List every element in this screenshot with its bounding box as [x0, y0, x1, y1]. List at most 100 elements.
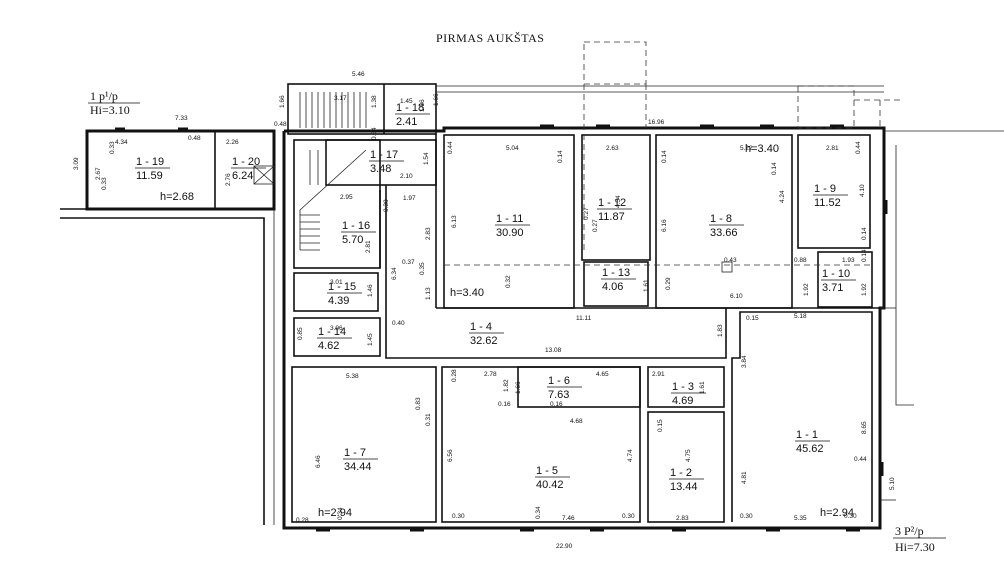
dimension-label: 6.16 — [661, 219, 668, 232]
dimension-label: 6.56 — [447, 449, 454, 462]
room-id: 1 - 15 — [328, 281, 356, 293]
dimension-label: 2.26 — [226, 139, 239, 146]
room-id: 1 - 19 — [136, 156, 164, 168]
dimension-label: 3.09 — [73, 157, 80, 170]
room-area: 11.52 — [814, 197, 841, 209]
room-id: 1 - 3 — [672, 381, 694, 393]
room-label: 1 - 18 2.41 — [395, 102, 430, 128]
dimension-label: 1.66 — [419, 99, 426, 112]
dimension-label: 0.40 — [392, 320, 405, 327]
room-area: 2.41 — [396, 116, 417, 128]
dimension-label: 0.33 — [109, 141, 116, 154]
room-label: 1 - 154.39 — [327, 281, 362, 307]
dimension-label: 0.16 — [498, 401, 511, 408]
level-mark-top: 1 p¹/p — [90, 89, 118, 103]
room-label: 1 - 206.24 — [231, 156, 266, 182]
dimension-label: 0.83 — [415, 397, 422, 410]
dimension-label: 0.34 — [371, 127, 378, 140]
room-area: 11.59 — [136, 170, 163, 182]
dimension-label: 2.76 — [225, 173, 232, 186]
dimension-label: 11.11 — [576, 315, 592, 322]
plan-title: PIRMAS AUKŠTAS — [436, 31, 544, 45]
dimension-label: 1.92 — [803, 283, 810, 296]
dimension-label: 4.34 — [115, 139, 128, 146]
room-label: 1 - 19 11.59 — [135, 156, 170, 182]
dimension-label: 5.46 — [352, 71, 365, 78]
room-area: 34.44 — [344, 461, 372, 473]
dimension-label: 1.38 — [371, 95, 378, 108]
room-area: 11.87 — [598, 211, 625, 223]
dimension-label: 2.95 — [340, 194, 353, 201]
level-mark-bottom: Hi=7.30 — [895, 540, 935, 554]
dimension-label: 0.14 — [861, 249, 868, 262]
dimension-label: 2.63 — [606, 145, 619, 152]
dimension-label: 22.90 — [556, 543, 573, 550]
dimension-label: 0.30 — [383, 199, 390, 212]
dimension-label: 3.01 — [330, 279, 343, 286]
dimension-label: 5.04 — [506, 145, 519, 152]
dimension-label: 0.30 — [844, 513, 857, 520]
room-id: 1 - 11 — [496, 213, 523, 225]
dimension-label: 2.81 — [826, 145, 839, 152]
dimension-label: 13.08 — [545, 347, 562, 354]
dimension-label: 0.43 — [724, 257, 737, 264]
dimension-label: 5.10 — [889, 477, 896, 490]
room-id: 1 - 5 — [536, 465, 558, 477]
room-area: 4.06 — [602, 281, 623, 293]
room-id: 1 - 18 — [396, 102, 424, 114]
dimension-label: 3.84 — [741, 355, 748, 368]
dimension-label: 2.10 — [400, 173, 413, 180]
dimension-label: 0.35 — [419, 262, 426, 275]
dimension-label: 3.06 — [330, 325, 343, 332]
dimension-label: 1.92 — [861, 283, 868, 296]
dimension-label: 3.17 — [334, 95, 347, 102]
dimension-label: 2.81 — [365, 240, 372, 253]
dimension-label: 1.66 — [279, 95, 286, 108]
room-area: 32.62 — [470, 335, 498, 347]
dimension-label: 0.88 — [794, 257, 807, 264]
dimension-label: 4.68 — [570, 418, 583, 425]
room-id: 1 - 6 — [548, 375, 570, 387]
dimension-label: 5.38 — [346, 373, 359, 380]
walls — [60, 41, 1004, 532]
dimension-label: 0.34 — [535, 506, 542, 519]
dimension-label: 0.30 — [452, 513, 465, 520]
dimension-label: 1.66 — [515, 381, 522, 394]
dimension-label: 0.29 — [665, 277, 672, 290]
dimension-label: 8.65 — [861, 421, 868, 434]
room-id: 1 - 17 — [370, 149, 398, 161]
room-id: 1 - 9 — [814, 183, 836, 195]
dimension-label: 1.13 — [425, 287, 432, 300]
dimension-label: 2.83 — [676, 515, 689, 522]
room-area: 30.90 — [496, 227, 524, 239]
dimension-label: 0.27 — [592, 219, 599, 232]
dimension-label: 6.46 — [315, 455, 322, 468]
dimension-label: 0.30 — [740, 513, 753, 520]
room-label: 1 - 165.70 — [341, 220, 376, 246]
dimension-label: 0.14 — [661, 150, 668, 163]
heights: h=2.68 h=3.40 h=3.40 h=2.94 h=2.94 — [160, 143, 854, 519]
dimension-label: 4.24 — [779, 190, 786, 203]
dimension-label: 0.85 — [297, 327, 304, 340]
dimension-label: 5.18 — [794, 313, 807, 320]
height-label: h=2.94 — [820, 507, 854, 519]
room-id: 1 - 16 — [342, 220, 370, 232]
dimension-label: 0.48 — [188, 135, 201, 142]
dimension-label: 0.28 — [296, 517, 309, 524]
dimension-label: 2.67 — [95, 167, 102, 180]
dimension-label: 1.97 — [403, 195, 416, 202]
dimension-label: 1.61 — [643, 279, 650, 292]
room-area: 7.63 — [548, 389, 569, 401]
dimension-label: 1.83 — [717, 324, 724, 337]
room-id: 1 - 4 — [470, 321, 492, 333]
room-id: 1 - 10 — [822, 268, 850, 280]
room-label: 1 - 213.44 — [669, 467, 704, 493]
dimension-label: 6.34 — [391, 267, 398, 280]
dimension-label: 1.45 — [367, 333, 374, 346]
dimension-label: 1.46 — [367, 284, 374, 297]
room-area: 4.62 — [318, 340, 339, 352]
dimension-label: 5.35 — [794, 515, 807, 522]
dimension-label: 2.91 — [652, 371, 665, 378]
room-label: 1 - 11 30.90 — [495, 213, 530, 239]
